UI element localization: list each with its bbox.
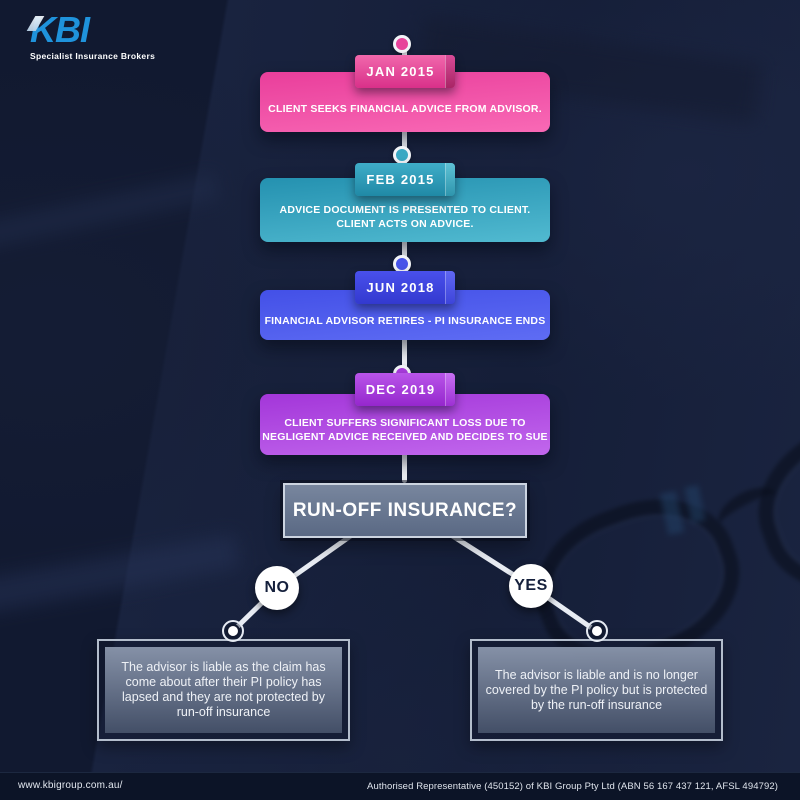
kbi-logo: KBI Specialist Insurance Brokers — [26, 9, 156, 61]
outcome-no-panel: The advisor is liable as the claim has c… — [105, 647, 342, 733]
timeline-node-dot — [393, 35, 411, 53]
outcome-yes-text: The advisor is liable and is no longer c… — [485, 667, 708, 712]
kbi-logo-text: KBI — [30, 9, 90, 50]
timeline-date-badge: JUN 2018 — [355, 271, 455, 304]
timeline-node-dot — [393, 146, 411, 164]
outcome-yes-box: The advisor is liable and is no longer c… — [470, 639, 723, 741]
timeline-event-text: CLIENT SEEKS FINANCIAL ADVICE FROM ADVIS… — [268, 103, 542, 116]
footer-website-url: www.kbigroup.com.au/ — [18, 780, 123, 791]
timeline-event-text: FINANCIAL ADVISOR RETIRES - PI INSURANCE… — [264, 314, 546, 327]
timeline-event-text: ADVICE DOCUMENT IS PRESENTED TO CLIENT. … — [279, 204, 531, 230]
branch-endpoint-dot — [586, 620, 608, 642]
branch-no-circle: NO — [255, 566, 299, 610]
branch-endpoint-dot — [222, 620, 244, 642]
outcome-no-box: The advisor is liable as the claim has c… — [97, 639, 350, 741]
footer-bar — [0, 772, 800, 800]
timeline-date-badge: DEC 2019 — [355, 373, 455, 406]
decision-question-box: RUN-OFF INSURANCE? — [283, 483, 527, 538]
timeline-event-text: CLIENT SUFFERS SIGNIFICANT LOSS DUE TO N… — [262, 416, 548, 443]
timeline-date-badge: JAN 2015 — [355, 55, 455, 88]
outcome-yes-panel: The advisor is liable and is no longer c… — [478, 647, 715, 733]
timeline-date-badge: FEB 2015 — [355, 163, 455, 196]
logo-tagline: Specialist Insurance Brokers — [30, 51, 156, 61]
branch-yes-circle: YES — [509, 564, 553, 608]
footer-legal-text: Authorised Representative (450152) of KB… — [367, 781, 778, 792]
outcome-no-text: The advisor is liable as the claim has c… — [121, 660, 326, 719]
